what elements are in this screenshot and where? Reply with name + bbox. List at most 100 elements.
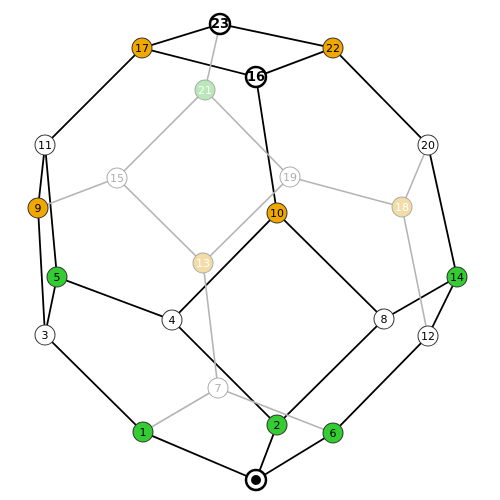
node-circle — [27, 197, 49, 219]
node-circle — [266, 414, 288, 436]
node-label: 8 — [381, 313, 388, 326]
node-13: 13 — [192, 252, 214, 274]
node-label: 5 — [54, 271, 61, 284]
node-16: 16 — [244, 65, 268, 89]
edge-1-3 — [44, 334, 144, 433]
edge-18-20 — [401, 144, 429, 208]
node-label: 16 — [247, 70, 265, 85]
node-14: 14 — [446, 266, 468, 288]
node-label: 9 — [35, 202, 42, 215]
node-label: 6 — [330, 427, 337, 440]
node-circle — [161, 309, 183, 331]
edge-7-13 — [202, 262, 219, 389]
node-label: 19 — [283, 171, 297, 184]
edge-15-21 — [116, 89, 206, 179]
node-label: 23 — [211, 17, 229, 32]
node-label: 15 — [110, 172, 124, 185]
edge-3-9 — [37, 207, 46, 336]
edge-18-12 — [401, 206, 429, 337]
node-5: 5 — [46, 266, 68, 288]
node-6: 6 — [322, 422, 344, 444]
node-circle — [192, 252, 214, 274]
node-label: 10 — [270, 207, 284, 220]
node-circle — [34, 324, 56, 346]
node-20: 20 — [417, 134, 439, 156]
node-label: 11 — [38, 139, 52, 152]
node-10: 10 — [266, 202, 288, 224]
node-circle — [106, 167, 128, 189]
node-circle — [266, 202, 288, 224]
node-label: 3 — [42, 329, 49, 342]
edge-14-12 — [427, 276, 458, 337]
node-18: 18 — [391, 196, 413, 218]
node-label: 17 — [135, 42, 149, 55]
start-dot — [251, 475, 261, 485]
edge-13-19 — [202, 176, 291, 264]
edge-layer — [37, 23, 458, 481]
edge-4-2 — [171, 319, 278, 426]
edge-8-10 — [276, 212, 385, 320]
node-23: 23 — [208, 12, 232, 36]
edge-13-15 — [116, 177, 204, 264]
edge-5-4 — [56, 276, 173, 321]
node-2: 2 — [266, 414, 288, 436]
edge-16-22 — [255, 47, 334, 78]
edge-20-14 — [427, 144, 458, 278]
edge-0-6 — [255, 432, 334, 481]
node-circle — [279, 166, 301, 188]
edge-17-16 — [141, 47, 257, 78]
edge-0-1 — [142, 431, 257, 481]
edge-11-17 — [44, 47, 143, 146]
node-4: 4 — [161, 309, 183, 331]
node-label: 2 — [274, 419, 281, 432]
node-circle — [208, 12, 232, 36]
edge-12-6 — [332, 335, 429, 434]
node-label: 7 — [215, 382, 222, 395]
node-22: 22 — [322, 37, 344, 59]
node-9: 9 — [27, 197, 49, 219]
node-circle — [244, 65, 268, 89]
node-label: 22 — [326, 42, 340, 55]
node-label: 18 — [395, 201, 409, 214]
node-circle — [46, 266, 68, 288]
node-label: 4 — [169, 314, 176, 327]
node-label: 12 — [421, 330, 435, 343]
edge-1-7 — [142, 387, 219, 433]
start-node — [244, 468, 268, 492]
edge-22-20 — [332, 47, 429, 146]
node-circle — [417, 134, 439, 156]
edge-5-11 — [44, 144, 58, 278]
edge-8-2 — [276, 318, 385, 426]
node-17: 17 — [131, 37, 153, 59]
node-21: 21 — [194, 79, 216, 101]
node-circle — [132, 421, 154, 443]
edge-7-6 — [217, 387, 334, 434]
node-1: 1 — [132, 421, 154, 443]
edge-21-23 — [204, 23, 221, 91]
node-7: 7 — [207, 377, 229, 399]
node-circle — [131, 37, 153, 59]
node-3: 3 — [34, 324, 56, 346]
edge-19-18 — [289, 176, 403, 208]
node-label: 14 — [450, 271, 464, 284]
node-label: 21 — [198, 84, 212, 97]
node-circle — [322, 422, 344, 444]
node-label: 20 — [421, 139, 435, 152]
node-label: 1 — [140, 426, 147, 439]
edge-21-19 — [204, 89, 291, 178]
node-11: 11 — [34, 134, 56, 156]
node-circle — [194, 79, 216, 101]
node-label: 13 — [196, 257, 210, 270]
node-19: 19 — [279, 166, 301, 188]
edge-16-10 — [255, 76, 278, 214]
node-circle — [207, 377, 229, 399]
node-15: 15 — [106, 167, 128, 189]
node-circle — [391, 196, 413, 218]
edge-4-10 — [171, 212, 278, 321]
node-circle — [322, 37, 344, 59]
node-circle — [446, 266, 468, 288]
edge-23-22 — [219, 23, 334, 49]
node-8: 8 — [373, 308, 395, 330]
